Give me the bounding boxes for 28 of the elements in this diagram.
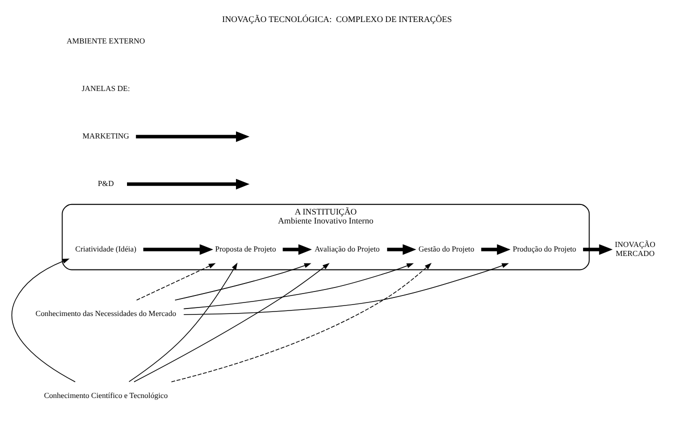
arrow bbox=[143, 244, 214, 254]
arrow bbox=[136, 262, 216, 300]
arrow bbox=[481, 244, 510, 254]
diagram-title: INOVAÇÃO TECNOLÓGICA: COMPLEXO DE INTERAÇÕES bbox=[222, 14, 452, 24]
arrow bbox=[583, 244, 613, 254]
arrow bbox=[387, 244, 416, 254]
arrow bbox=[171, 262, 432, 382]
node-text: Criatividade (Idéia) bbox=[75, 244, 136, 253]
arrow bbox=[127, 178, 250, 189]
node-text: Produção do Projeto bbox=[512, 244, 576, 253]
label: JANELAS DE: bbox=[82, 84, 130, 93]
label: AMBIENTE EXTERNO bbox=[66, 36, 145, 46]
node-text: P&D bbox=[98, 178, 114, 188]
node-text: Gestão do Projeto bbox=[418, 244, 474, 253]
arrow bbox=[183, 262, 414, 309]
arrow bbox=[11, 258, 76, 382]
node-text: Conhecimento Científico e Tecnológico bbox=[44, 390, 168, 400]
node-text: Conhecimento das Necessidades do Mercado bbox=[36, 308, 176, 318]
arrow bbox=[134, 262, 330, 382]
arrow bbox=[128, 262, 238, 382]
arrow bbox=[282, 244, 312, 254]
node-text: MARKETING bbox=[82, 131, 130, 140]
node-text: INOVAÇÃO MERCADO bbox=[614, 240, 656, 258]
node-text: Avaliação do Projeto bbox=[314, 244, 380, 253]
node-text: Proposta de Projeto bbox=[215, 244, 276, 253]
arrow bbox=[174, 262, 312, 300]
arrow bbox=[136, 130, 250, 142]
arrow bbox=[183, 262, 509, 314]
